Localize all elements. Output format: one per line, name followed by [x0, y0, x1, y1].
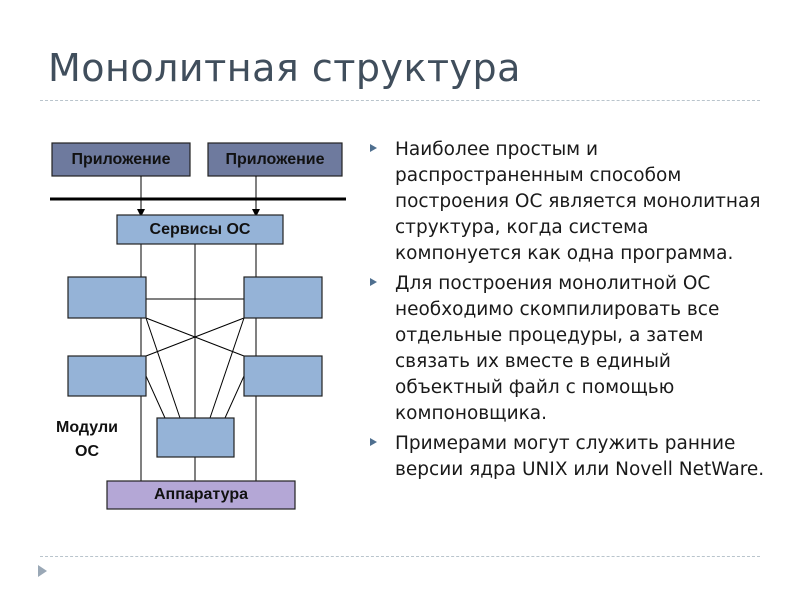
slide-title: Монолитная структура [48, 46, 521, 90]
triangle-bullet-icon [370, 144, 377, 152]
bullet-text: Для построения монолитной ОС необходимо … [395, 273, 720, 424]
hardware-box [106, 480, 296, 510]
services-box [116, 214, 284, 245]
app-box-2 [207, 142, 343, 177]
bullet-item: Примерами могут служить ранние версии яд… [370, 431, 770, 483]
title-divider [40, 100, 760, 101]
cross-link-2 [145, 317, 245, 357]
module-box-5 [156, 417, 235, 458]
module-box-2 [243, 276, 323, 319]
modules-label-line1: Модули [56, 419, 118, 436]
modules-label-line2: ОС [75, 443, 99, 460]
bullet-list: Наиболее простым и распространенным спос… [370, 137, 770, 487]
footer-divider [40, 556, 760, 557]
triangle-bullet-icon [370, 438, 377, 446]
nav-arrow-icon[interactable] [38, 565, 47, 577]
cross-link-3 [145, 317, 181, 419]
app-box-1 [51, 142, 191, 177]
bullet-item: Для построения монолитной ОС необходимо … [370, 271, 770, 427]
bullet-text: Наиболее простым и распространенным спос… [395, 139, 761, 264]
cross-link-5 [145, 375, 166, 419]
module-box-3 [67, 355, 147, 397]
module-box-1 [67, 276, 147, 319]
bullet-item: Наиболее простым и распространенным спос… [370, 137, 770, 267]
triangle-bullet-icon [370, 278, 377, 286]
module-box-4 [243, 355, 323, 397]
cross-link-4 [209, 317, 245, 419]
bullet-text: Примерами могут служить ранние версии яд… [395, 433, 765, 480]
cross-link-6 [224, 375, 245, 419]
modules-label: Модули ОС [40, 416, 134, 464]
